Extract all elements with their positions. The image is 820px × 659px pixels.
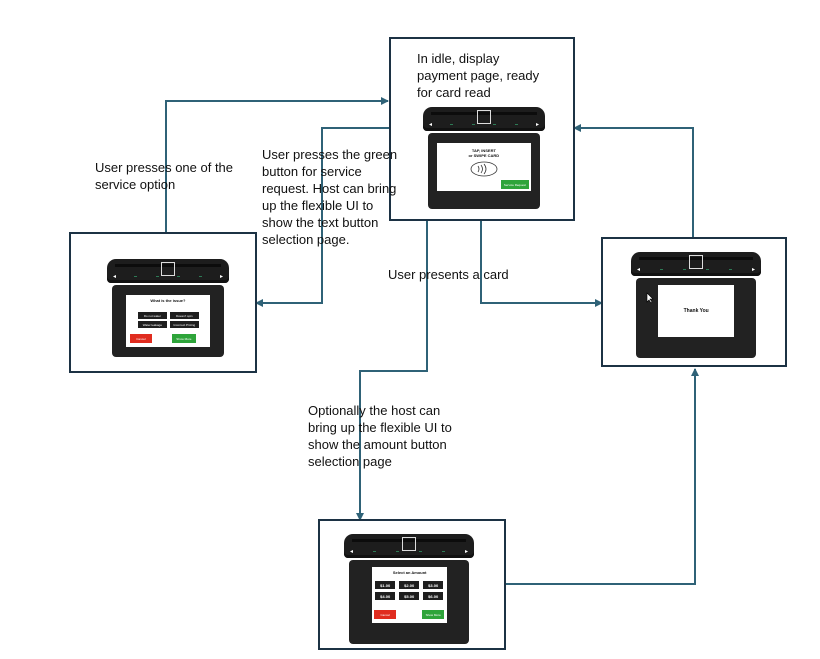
issue-option-button[interactable]: Do not water [137, 312, 167, 319]
led-strip: ◂▸ [429, 122, 539, 128]
show-more-button[interactable]: Show More [422, 610, 445, 619]
led-strip: ◂▸ [350, 549, 468, 555]
tap-insert-text: TAP, INSERT [471, 148, 496, 153]
reader-body: Thank You [636, 278, 756, 358]
arrow-issue-to-payment [165, 97, 389, 235]
thank-you-text: Thank You [683, 308, 709, 314]
payment-page-box: In idle, display payment page, ready for… [389, 37, 575, 221]
cancel-button[interactable]: Cancel [374, 610, 397, 619]
card-reader-device: ◂▸ What is the issue? Do not water Doesn… [107, 259, 229, 359]
led-strip: ◂▸ [113, 274, 223, 280]
issue-screen: What is the issue? Do not water Doesn't … [125, 295, 210, 347]
issue-title: What is the issue? [150, 298, 186, 303]
green-button-label: User presses the green button for servic… [262, 147, 398, 247]
issue-option-button[interactable]: Water leakage [137, 321, 167, 328]
service-option-label: User presses one of the service option [95, 160, 234, 192]
card-reader-device: ◂▸ Select an Amount $1.00 $2.00 $3.00 $4… [344, 534, 474, 646]
reader-head: ◂▸ [423, 107, 545, 131]
card-slot [352, 539, 466, 542]
reader-head: ◂▸ [344, 534, 474, 558]
amount-button[interactable]: $3.00 [423, 581, 444, 589]
idle-label: In idle, display payment page, ready for… [417, 51, 540, 100]
card-slot [115, 264, 221, 267]
card-slot [431, 112, 537, 115]
amount-button[interactable]: $4.00 [375, 592, 396, 600]
cursor-arrow-icon [646, 292, 654, 304]
swipe-card-text: or SWIPE CARD [468, 153, 500, 158]
issue-page-box: ◂▸ What is the issue? Do not water Doesn… [69, 232, 257, 373]
reader-head: ◂▸ [107, 259, 229, 283]
qr-scanner-icon [161, 262, 175, 276]
amount-button[interactable]: $5.00 [399, 592, 420, 600]
led-strip: ◂▸ [637, 267, 755, 273]
arrow-payment-to-issue [255, 127, 390, 307]
optionally-label: Optionally the host can bring up the fle… [308, 403, 452, 469]
show-more-button[interactable]: Show More [171, 334, 196, 343]
reader-body: What is the issue? Do not water Doesn't … [111, 285, 225, 357]
qr-scanner-icon [689, 255, 703, 269]
qr-scanner-icon [402, 537, 416, 551]
contactless-icon [470, 161, 498, 177]
reader-body: Select an Amount $1.00 $2.00 $3.00 $4.00… [349, 560, 469, 644]
reader-head: ◂▸ [631, 252, 761, 276]
cancel-button[interactable]: Cancel [129, 334, 152, 343]
arrow-thanks-to-payment [573, 124, 694, 239]
reader-body: TAP, INSERT or SWIPE CARD Service Reques… [427, 133, 541, 209]
arrow-payment-to-thanks [480, 221, 603, 307]
arrow-payment-to-amount [356, 221, 428, 521]
card-reader-device: ◂▸ TAP, INSERT or SWIPE CARD Service Req… [423, 107, 545, 211]
amount-page-box: ◂▸ Select an Amount $1.00 $2.00 $3.00 $4… [318, 519, 506, 650]
amount-button[interactable]: $2.00 [399, 581, 420, 589]
thank-you-screen: Thank You [658, 285, 735, 337]
card-reader-device: ◂▸ Thank You [631, 252, 761, 360]
presents-card-label: User presents a card [388, 267, 509, 282]
amount-screen: Select an Amount $1.00 $2.00 $3.00 $4.00… [372, 567, 448, 623]
card-slot [639, 257, 753, 260]
issue-option-button[interactable]: Doesn't spin [169, 312, 199, 319]
thank-you-page-box: ◂▸ Thank You [601, 237, 787, 367]
amount-title: Select an Amount [392, 570, 427, 575]
payment-screen: TAP, INSERT or SWIPE CARD Service Reques… [436, 143, 531, 191]
issue-option-button[interactable]: Incorrect Pricing [169, 321, 199, 328]
amount-button[interactable]: $1.00 [375, 581, 396, 589]
qr-scanner-icon [477, 110, 491, 124]
arrow-amount-to-thanks [506, 368, 699, 585]
amount-button[interactable]: $6.00 [423, 592, 444, 600]
service-request-button[interactable]: Service Request [500, 180, 529, 189]
